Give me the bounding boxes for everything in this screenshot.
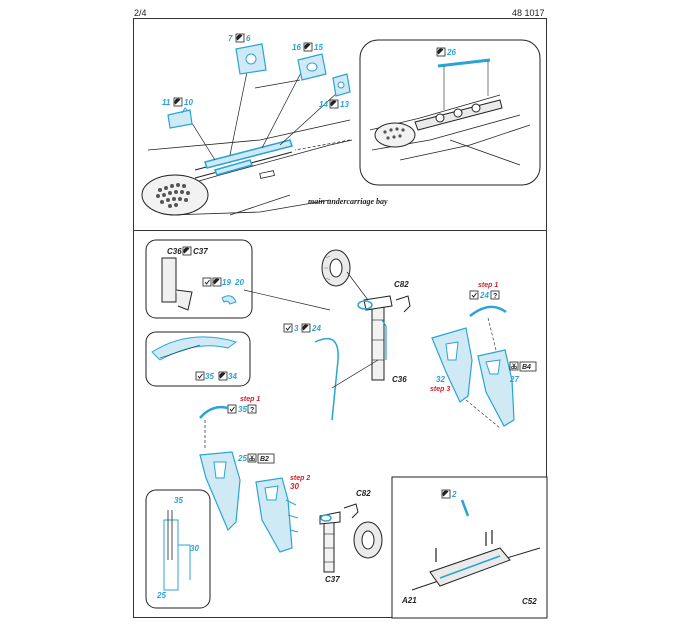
pe-icon — [436, 47, 446, 57]
scissors-icon — [247, 453, 257, 463]
side-detail-box: 35 30 25 — [145, 489, 211, 609]
pe-icon — [301, 323, 311, 333]
step2-label: step 2 — [290, 475, 310, 482]
step-label: step 1 — [240, 396, 260, 403]
label-b4: B4 — [522, 364, 531, 371]
label-35-b: 35 — [238, 405, 247, 414]
label-3: 3 — [294, 324, 299, 333]
pe-part-13 — [332, 73, 351, 97]
label-a21: A21 — [401, 596, 417, 605]
label-c37-b: C37 — [325, 575, 340, 584]
label-15: 15 — [314, 43, 323, 52]
pe-icon — [218, 371, 228, 381]
label-c82-top: C82 — [394, 280, 409, 289]
label-35: 35 — [205, 372, 214, 381]
label-7: 7 — [228, 34, 233, 43]
label-c37: C37 — [193, 247, 208, 256]
pe-part-26 — [437, 58, 491, 68]
check-icon — [195, 371, 205, 381]
label-24-b: 24 — [479, 291, 489, 300]
label-11: 11 — [162, 98, 171, 107]
pe-part-24 — [469, 305, 507, 317]
label-19: 19 — [222, 278, 231, 287]
door-27 — [477, 349, 515, 427]
part-c82 — [395, 295, 411, 313]
question-text: ? — [493, 293, 497, 300]
wheel-well — [141, 144, 293, 216]
caption: main undercarriage bay — [308, 197, 388, 206]
question-icon — [247, 404, 257, 414]
pe-icon — [182, 246, 192, 256]
bay-pe-strip — [204, 139, 293, 176]
inset-detail: 26 — [359, 39, 541, 186]
label-34: 34 — [228, 372, 237, 381]
label-25: 25 — [237, 454, 247, 463]
label-14-13: 14 13 — [319, 99, 349, 109]
label-13: 13 — [340, 100, 349, 109]
label-32: 32 — [436, 375, 445, 384]
door-25 — [199, 451, 241, 532]
label-30-c: 30 — [190, 544, 199, 553]
kit-code: 48 1017 — [512, 8, 545, 18]
lower-leg-assembly — [319, 503, 383, 573]
label-b2: B2 — [260, 456, 269, 463]
leader-lines — [189, 64, 351, 161]
cover-detail-box: 35 34 — [145, 331, 251, 387]
label-35-c: 35 — [174, 496, 183, 505]
label-20: 20 — [234, 278, 244, 287]
label-14: 14 — [319, 100, 328, 109]
label-c36-b: C36 — [392, 375, 407, 384]
label-25-c: 25 — [156, 591, 166, 600]
pe-icon — [212, 277, 222, 287]
label-30-red: 30 — [290, 482, 299, 491]
bottom-section: C36 C37 19 20 35 34 — [145, 239, 548, 619]
label-c82-low: C82 — [356, 489, 371, 498]
label-c52: C52 — [522, 597, 537, 606]
check-icon — [227, 404, 237, 414]
label-16: 16 — [292, 43, 301, 52]
check-icon — [202, 277, 212, 287]
step3-label: step 3 — [430, 386, 450, 393]
pe-part-10 — [167, 107, 193, 129]
label-2: 2 — [451, 490, 457, 499]
label-11-10: 11 10 — [162, 97, 193, 107]
label-16-15: 16 15 — [292, 42, 323, 52]
label-24: 24 — [311, 324, 321, 333]
strut-detail-box: C36 C37 19 20 — [145, 239, 253, 319]
main-leg-assembly — [321, 249, 393, 381]
scissors-icon — [509, 361, 519, 371]
pe-icon — [441, 489, 451, 499]
pe-part-15 — [297, 53, 327, 81]
pe-icon — [173, 97, 183, 107]
pe-part-6 — [235, 43, 267, 75]
section-divider — [133, 230, 547, 231]
question-text: ? — [250, 407, 254, 414]
label-7-6: 7 6 — [228, 33, 251, 43]
wing-root-box: 2 A21 C52 — [391, 476, 548, 619]
pe-icon — [329, 99, 339, 109]
pe-icon — [303, 42, 313, 52]
pe-part-3 — [314, 337, 339, 421]
check-icon — [469, 290, 479, 300]
pe-part-35 — [199, 405, 229, 419]
check-icon — [283, 323, 293, 333]
pe-icon — [235, 33, 245, 43]
label-c36: C36 — [167, 247, 182, 256]
page-frame — [133, 18, 547, 618]
door-30 — [255, 477, 299, 553]
label-26: 26 — [446, 48, 456, 57]
page-number: 2/4 — [134, 8, 147, 18]
label-10: 10 — [184, 98, 193, 107]
label-27: 27 — [509, 375, 519, 384]
door-32 — [431, 327, 473, 403]
question-icon — [490, 290, 500, 300]
top-section: 7 6 16 15 11 10 14 13 main undercarriage… — [141, 33, 541, 216]
label-6: 6 — [246, 34, 251, 43]
pe-part-2 — [460, 499, 470, 517]
step1-label: step 1 — [478, 282, 498, 289]
